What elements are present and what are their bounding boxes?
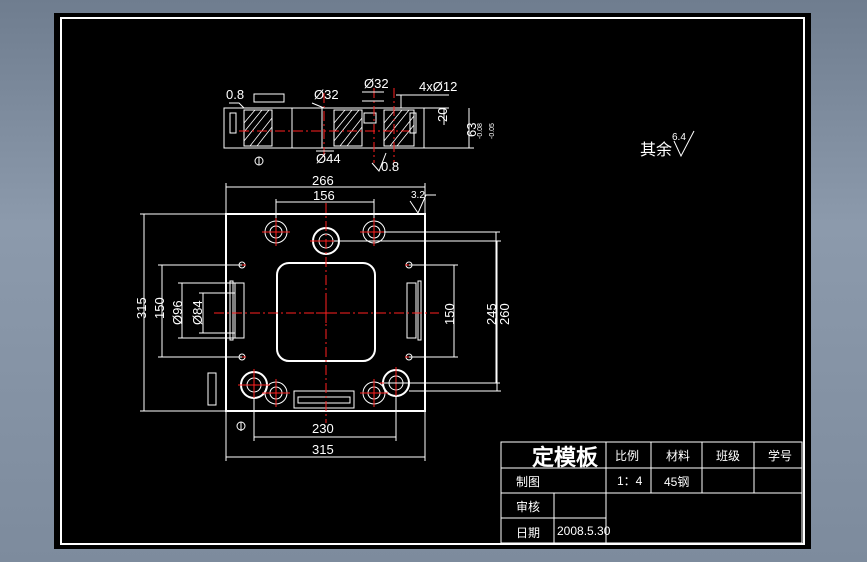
dim-dia-84: Ø84: [190, 300, 205, 325]
title-part-name: 定模板: [532, 445, 599, 470]
dim-height-150-right: 150: [442, 303, 457, 325]
section-dia-bore: Ø44: [316, 151, 341, 166]
dim-width-315: 315: [312, 442, 334, 457]
section-holes: 4xØ12: [419, 79, 457, 94]
remaining-roughness-note: 其余 6.4: [640, 130, 695, 159]
dim-height-245: 245: [484, 303, 499, 325]
section-tol-lower: -0.05: [489, 123, 496, 139]
section-roughness-bottom: 0.8: [381, 159, 399, 174]
title-scale-value: 1：4: [617, 474, 643, 488]
dim-height-260: 260: [497, 303, 512, 325]
title-header-scale: 比例: [615, 449, 639, 463]
title-row-drafted: 制图: [516, 475, 540, 489]
section-view: 0.8 Ø32 Ø44 Ø32 4xØ12 0.8 20 63 -0.08 -0…: [223, 76, 496, 174]
section-thickness-total: 63: [464, 123, 479, 137]
dim-width-230: 230: [312, 421, 334, 436]
title-date-value: 2008.5.30: [557, 524, 611, 538]
section-tol-upper: -0.08: [477, 123, 484, 139]
dim-height-150-left: 150: [152, 297, 167, 319]
title-header-class: 班级: [716, 449, 740, 463]
title-header-material: 材料: [666, 449, 690, 463]
section-dia-hole: Ø32: [364, 76, 389, 91]
cad-drawing: 0.8 Ø32 Ø44 Ø32 4xØ12 0.8 20 63 -0.08 -0…: [60, 17, 805, 545]
section-dia-counterbore: Ø32: [314, 87, 339, 102]
section-hatch: [229, 108, 417, 148]
dim-height-315: 315: [134, 297, 149, 319]
plan-view: 266 156 3.2 315 150 Ø96 Ø84 150 245: [134, 173, 512, 461]
dim-dia-96: Ø96: [170, 300, 185, 325]
drawing-frame: [60, 17, 805, 545]
section-roughness-top: 0.8: [226, 87, 244, 102]
title-row-reviewed: 审核: [516, 499, 540, 514]
dim-width-156: 156: [313, 188, 335, 203]
drawing-sheet: 0.8 Ø32 Ø44 Ø32 4xØ12 0.8 20 63 -0.08 -0…: [54, 13, 811, 549]
remaining-label: 其余: [640, 140, 672, 159]
remaining-roughness-value: 6.4: [672, 132, 686, 143]
title-material-value: 45钢: [664, 475, 689, 489]
title-block: 定模板 比例 材料 班级 学号 1：4 45钢 制图 审核 日期 2008.5.…: [500, 441, 803, 544]
dim-width-266: 266: [312, 173, 334, 188]
plan-roughness-corner: 3.2: [411, 190, 425, 201]
title-row-date: 日期: [516, 526, 540, 540]
title-header-student-no: 学号: [768, 448, 792, 463]
section-thickness-top: 20: [435, 108, 450, 122]
